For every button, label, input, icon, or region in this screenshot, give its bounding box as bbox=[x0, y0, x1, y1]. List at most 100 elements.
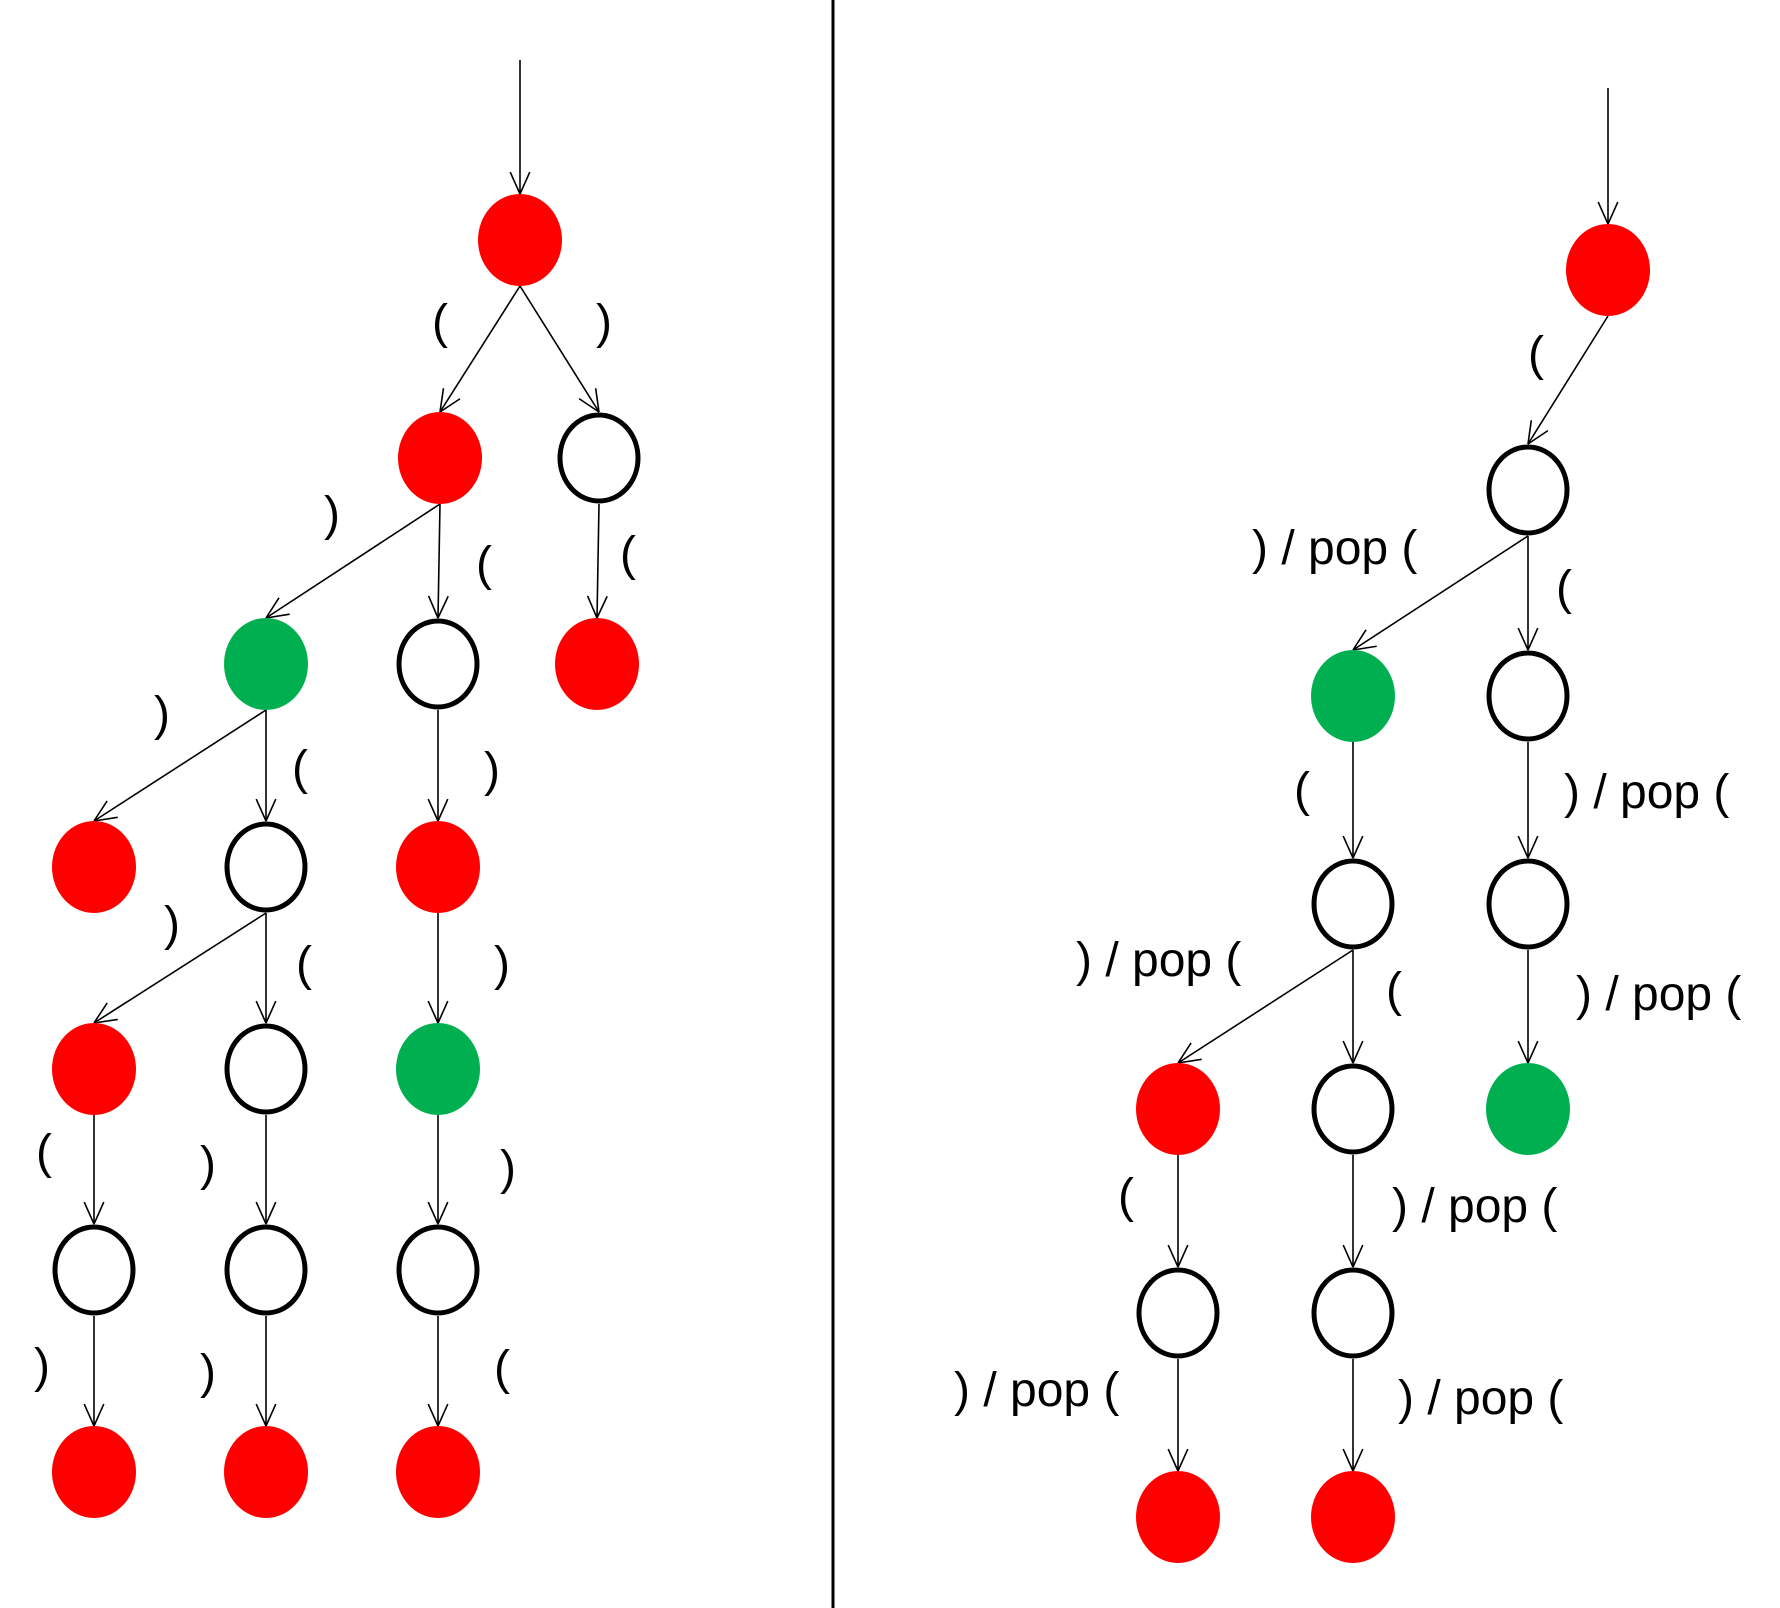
arrowhead bbox=[255, 798, 267, 822]
state-node-reject bbox=[1311, 1471, 1395, 1563]
arrowhead bbox=[1352, 1040, 1364, 1064]
transition-label: ) bbox=[494, 938, 510, 991]
state-node-neutral bbox=[224, 1023, 308, 1115]
arrowhead bbox=[93, 1018, 118, 1024]
state-node-reject bbox=[396, 1426, 480, 1518]
transition-label: ( bbox=[432, 296, 448, 349]
transition-label: ( bbox=[620, 528, 636, 581]
state-node-neutral bbox=[396, 618, 480, 710]
arrowhead bbox=[437, 798, 449, 822]
arrowhead bbox=[1342, 835, 1354, 859]
transition-L3b-L4b: ( bbox=[255, 913, 312, 1024]
arrowhead bbox=[1352, 835, 1364, 859]
arrowhead bbox=[255, 1000, 267, 1024]
arrowhead bbox=[596, 595, 608, 619]
arrowhead bbox=[1517, 627, 1529, 651]
arrowhead bbox=[93, 1002, 108, 1024]
transition-L5a-L6a: ) bbox=[34, 1316, 105, 1427]
state-node-reject bbox=[224, 1426, 308, 1518]
state-node-neutral bbox=[396, 1224, 480, 1316]
transition-L3c-L4c: ) bbox=[427, 913, 510, 1024]
arrowhead bbox=[427, 798, 439, 822]
transition-label: ) bbox=[596, 296, 612, 349]
arrowhead bbox=[578, 397, 600, 413]
transition-line bbox=[1177, 949, 1354, 1064]
transition-L5c-L6c: ( bbox=[427, 1316, 510, 1427]
arrowhead bbox=[439, 388, 445, 413]
transition-label: ) bbox=[484, 744, 500, 797]
state-node-reject bbox=[1566, 224, 1650, 316]
transition-R5b-R6b: ) / pop ( bbox=[1342, 1359, 1563, 1472]
arrowhead bbox=[1342, 1448, 1354, 1472]
transition-label: ) bbox=[200, 1138, 216, 1191]
state-node-reject bbox=[52, 1023, 136, 1115]
transition-label: ) / pop ( bbox=[1252, 522, 1417, 575]
arrowhead bbox=[1527, 1040, 1539, 1064]
arrowhead bbox=[265, 1000, 277, 1024]
arrowhead bbox=[265, 613, 290, 619]
arrowhead bbox=[93, 1201, 105, 1225]
state-node-neutral bbox=[1311, 858, 1395, 950]
arrowhead bbox=[439, 398, 461, 413]
arrowhead bbox=[1167, 1448, 1179, 1472]
arrowhead bbox=[437, 1000, 449, 1024]
arrowhead bbox=[519, 171, 531, 195]
arrowhead bbox=[437, 1201, 449, 1225]
state-node-neutral bbox=[224, 1224, 308, 1316]
arrowhead bbox=[1352, 1448, 1364, 1472]
transition-label: ) / pop ( bbox=[1576, 968, 1741, 1021]
arrowhead bbox=[1527, 835, 1539, 859]
arrowhead bbox=[1517, 835, 1529, 859]
arrowhead bbox=[83, 1201, 95, 1225]
transition-line bbox=[265, 503, 441, 619]
transition-label: ) bbox=[324, 488, 340, 541]
state-node-neutral bbox=[224, 821, 308, 913]
state-node-neutral bbox=[1136, 1267, 1220, 1359]
transition-label: ( bbox=[1528, 328, 1544, 381]
arrowhead bbox=[1177, 1058, 1202, 1064]
state-node-reject bbox=[1136, 1471, 1220, 1563]
arrowhead bbox=[1342, 1040, 1354, 1064]
state-node-neutral bbox=[557, 412, 641, 504]
transition-R2a-R3a: ( bbox=[1294, 742, 1364, 859]
arrowhead bbox=[1352, 629, 1367, 651]
transition-line bbox=[1352, 535, 1529, 651]
transition-L1b-L2c: ( bbox=[586, 503, 636, 619]
transition-L2b-L3c: ) bbox=[427, 710, 500, 822]
state-node-accept bbox=[396, 1023, 480, 1115]
arrowhead bbox=[427, 1403, 439, 1427]
transition-L4b-L5b: ) bbox=[200, 1115, 277, 1225]
transition-label: ( bbox=[1118, 1170, 1134, 1223]
transition-line bbox=[93, 912, 267, 1024]
transition-R3a-R4a: ) / pop ( bbox=[1076, 934, 1354, 1064]
arrowhead bbox=[1342, 1244, 1354, 1268]
arrowhead bbox=[1517, 1040, 1529, 1064]
transition-L5b-L6b: ) bbox=[200, 1316, 277, 1427]
transition-line bbox=[93, 709, 267, 822]
transition-label: ) / pop ( bbox=[1392, 1180, 1557, 1233]
state-node-neutral bbox=[1311, 1063, 1395, 1155]
transition-R1-R2a: ) / pop ( bbox=[1252, 522, 1529, 651]
transition-L4a-L5a: ( bbox=[36, 1115, 105, 1225]
state-node-reject bbox=[52, 1426, 136, 1518]
arrowhead bbox=[1177, 1448, 1189, 1472]
transition-label: ( bbox=[36, 1126, 52, 1179]
state-node-accept bbox=[1486, 1063, 1570, 1155]
transition-label: ( bbox=[1386, 964, 1402, 1017]
transition-label: ( bbox=[494, 1342, 510, 1395]
state-node-reject bbox=[555, 618, 639, 710]
state-node-reject bbox=[52, 821, 136, 913]
arrowhead bbox=[594, 388, 600, 413]
state-node-neutral bbox=[1311, 1267, 1395, 1359]
arrowhead bbox=[93, 1403, 105, 1427]
state-node-reject bbox=[478, 194, 562, 286]
arrowhead bbox=[509, 171, 521, 195]
left-tree-panel: ())(()())()())))( bbox=[34, 60, 641, 1518]
arrowhead bbox=[427, 595, 439, 619]
arrowhead bbox=[1167, 1244, 1179, 1268]
transition-label: ) bbox=[200, 1346, 216, 1399]
transition-line bbox=[437, 503, 441, 619]
state-node-accept bbox=[1311, 650, 1395, 742]
arrowhead bbox=[1607, 201, 1619, 225]
transition-label: ( bbox=[1556, 562, 1572, 615]
